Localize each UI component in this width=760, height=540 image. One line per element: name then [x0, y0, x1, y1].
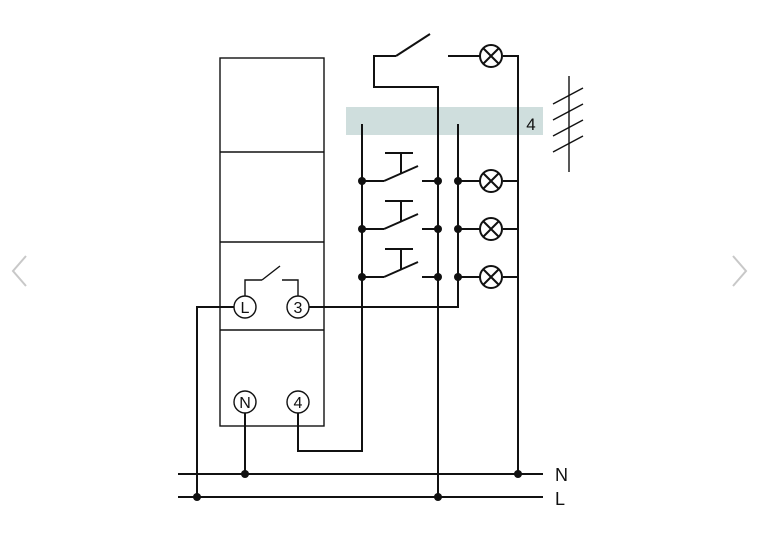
lamp-3-icon: [479, 265, 503, 289]
pushbutton-2: [362, 200, 438, 230]
pushbutton-3: [362, 248, 438, 278]
svg-text:4: 4: [294, 395, 303, 412]
lamp-2-icon: [479, 217, 503, 241]
supply-rails: [178, 473, 543, 498]
device-internal-contact: [244, 265, 299, 296]
svg-text:3: 3: [294, 300, 303, 317]
chevron-right-icon: [732, 255, 748, 287]
top-manual-switch: [395, 33, 480, 57]
cable-core-count-label: 4: [526, 115, 535, 134]
svg-text:N: N: [239, 395, 251, 412]
svg-text:L: L: [241, 300, 250, 317]
rail-label-N: N: [555, 465, 568, 485]
chevron-left-icon: [11, 255, 27, 287]
lamp-top-icon: [479, 44, 503, 68]
cable-highlight-band: [346, 107, 543, 135]
terminal-3: 3: [286, 295, 310, 319]
rail-label-L: L: [555, 489, 565, 509]
lamp-neutral-column: [503, 55, 519, 474]
next-slide-button[interactable]: [718, 250, 758, 292]
junction-dots: [193, 177, 522, 501]
terminal-4: 4: [286, 390, 310, 414]
live-supply-column: [373, 55, 439, 497]
cable-core-hatch: [552, 76, 584, 172]
lamp-1-icon: [479, 169, 503, 193]
terminal-L: L: [233, 295, 257, 319]
pushbutton-1: [362, 152, 438, 182]
previous-slide-button[interactable]: [2, 250, 42, 292]
device-module: [219, 57, 325, 427]
terminal-N: N: [233, 390, 257, 414]
